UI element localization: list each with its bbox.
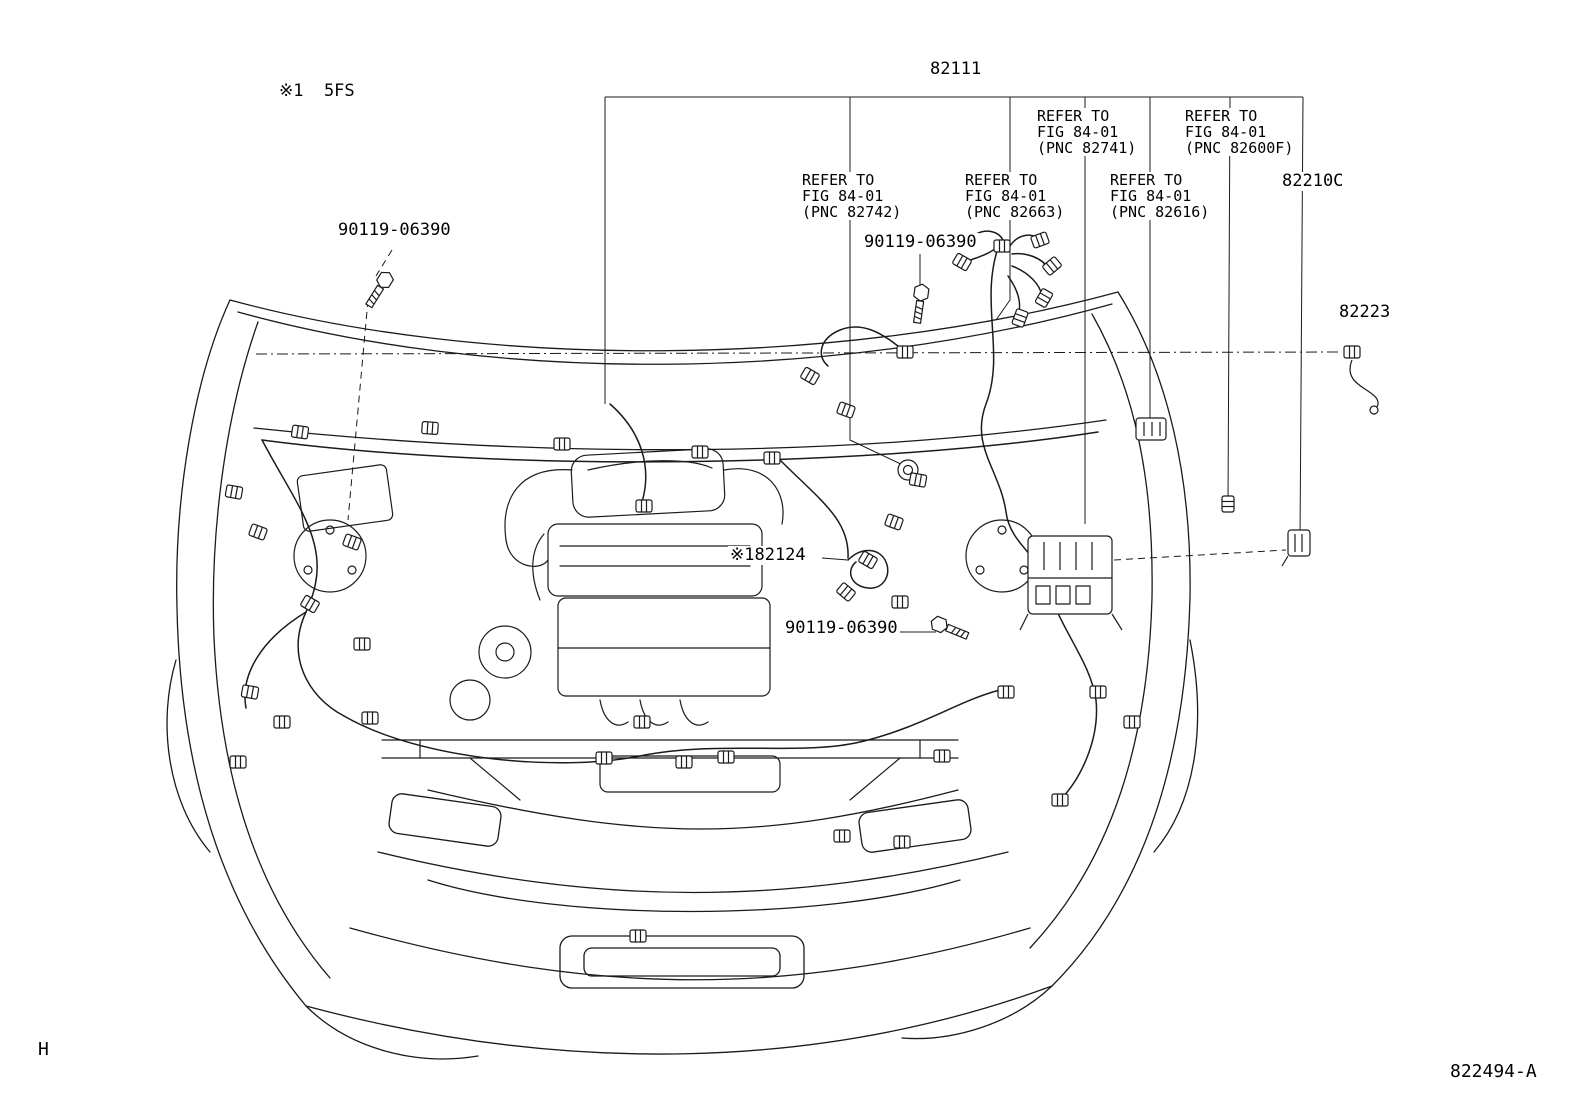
drawing-number: 822494-A [1450, 1061, 1537, 1082]
label-refer-pnc-82600f: REFER TO FIG 84-01 (PNC 82600F) [1183, 107, 1296, 157]
label-refer-pnc-82663: REFER TO FIG 84-01 (PNC 82663) [963, 171, 1067, 221]
variant-note: ※1 5FS [277, 81, 357, 101]
label-82223: 82223 [1337, 302, 1393, 322]
connectors-and-fasteners [224, 231, 1379, 943]
leader-lines [604, 96, 1304, 633]
sheet-letter: H [38, 1039, 49, 1060]
body-outline [166, 291, 1199, 1060]
label-82124: ※182124 [728, 545, 808, 565]
label-bolt-90119-06390-top: 90119-06390 [862, 232, 979, 252]
label-bolt-90119-06390-left: 90119-06390 [336, 220, 453, 240]
dash-dot-reference-line [255, 351, 1341, 355]
label-refer-pnc-82742: REFER TO FIG 84-01 (PNC 82742) [800, 171, 904, 221]
label-82210c: 82210C [1280, 171, 1346, 191]
dashed-leader-lines [347, 249, 1287, 561]
label-refer-pnc-82741: REFER TO FIG 84-01 (PNC 82741) [1035, 107, 1139, 157]
harness-routing [244, 230, 1099, 801]
label-refer-pnc-82616: REFER TO FIG 84-01 (PNC 82616) [1108, 171, 1212, 221]
label-82111: 82111 [928, 59, 984, 79]
label-bolt-90119-06390-lower: 90119-06390 [783, 618, 900, 638]
engine-assembly [293, 448, 1039, 801]
